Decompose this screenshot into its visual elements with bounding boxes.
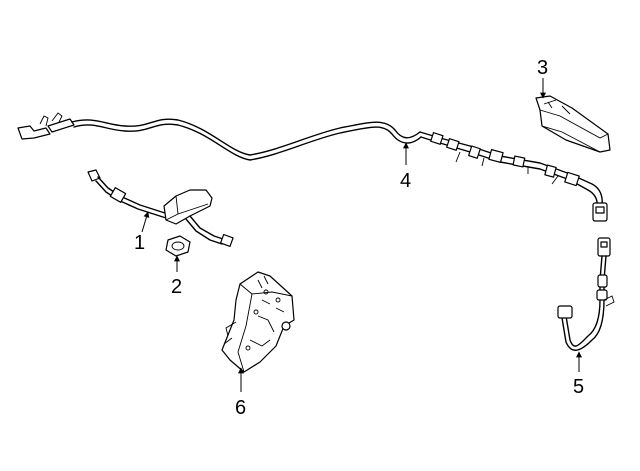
callout-1-leader <box>141 211 150 233</box>
antenna-lead-harness <box>557 237 615 351</box>
antenna-nut <box>165 235 191 257</box>
antenna-cable-harness <box>17 112 608 222</box>
callout-5: 5 <box>573 376 584 398</box>
antenna-module <box>535 95 611 153</box>
callout-3: 3 <box>537 57 548 79</box>
callout-6: 6 <box>235 397 246 419</box>
callout-1: 1 <box>134 232 145 254</box>
antenna-control-module <box>221 271 295 373</box>
callout-4: 4 <box>400 170 411 192</box>
callout-2: 2 <box>171 276 182 298</box>
roof-antenna-assembly <box>87 169 234 248</box>
